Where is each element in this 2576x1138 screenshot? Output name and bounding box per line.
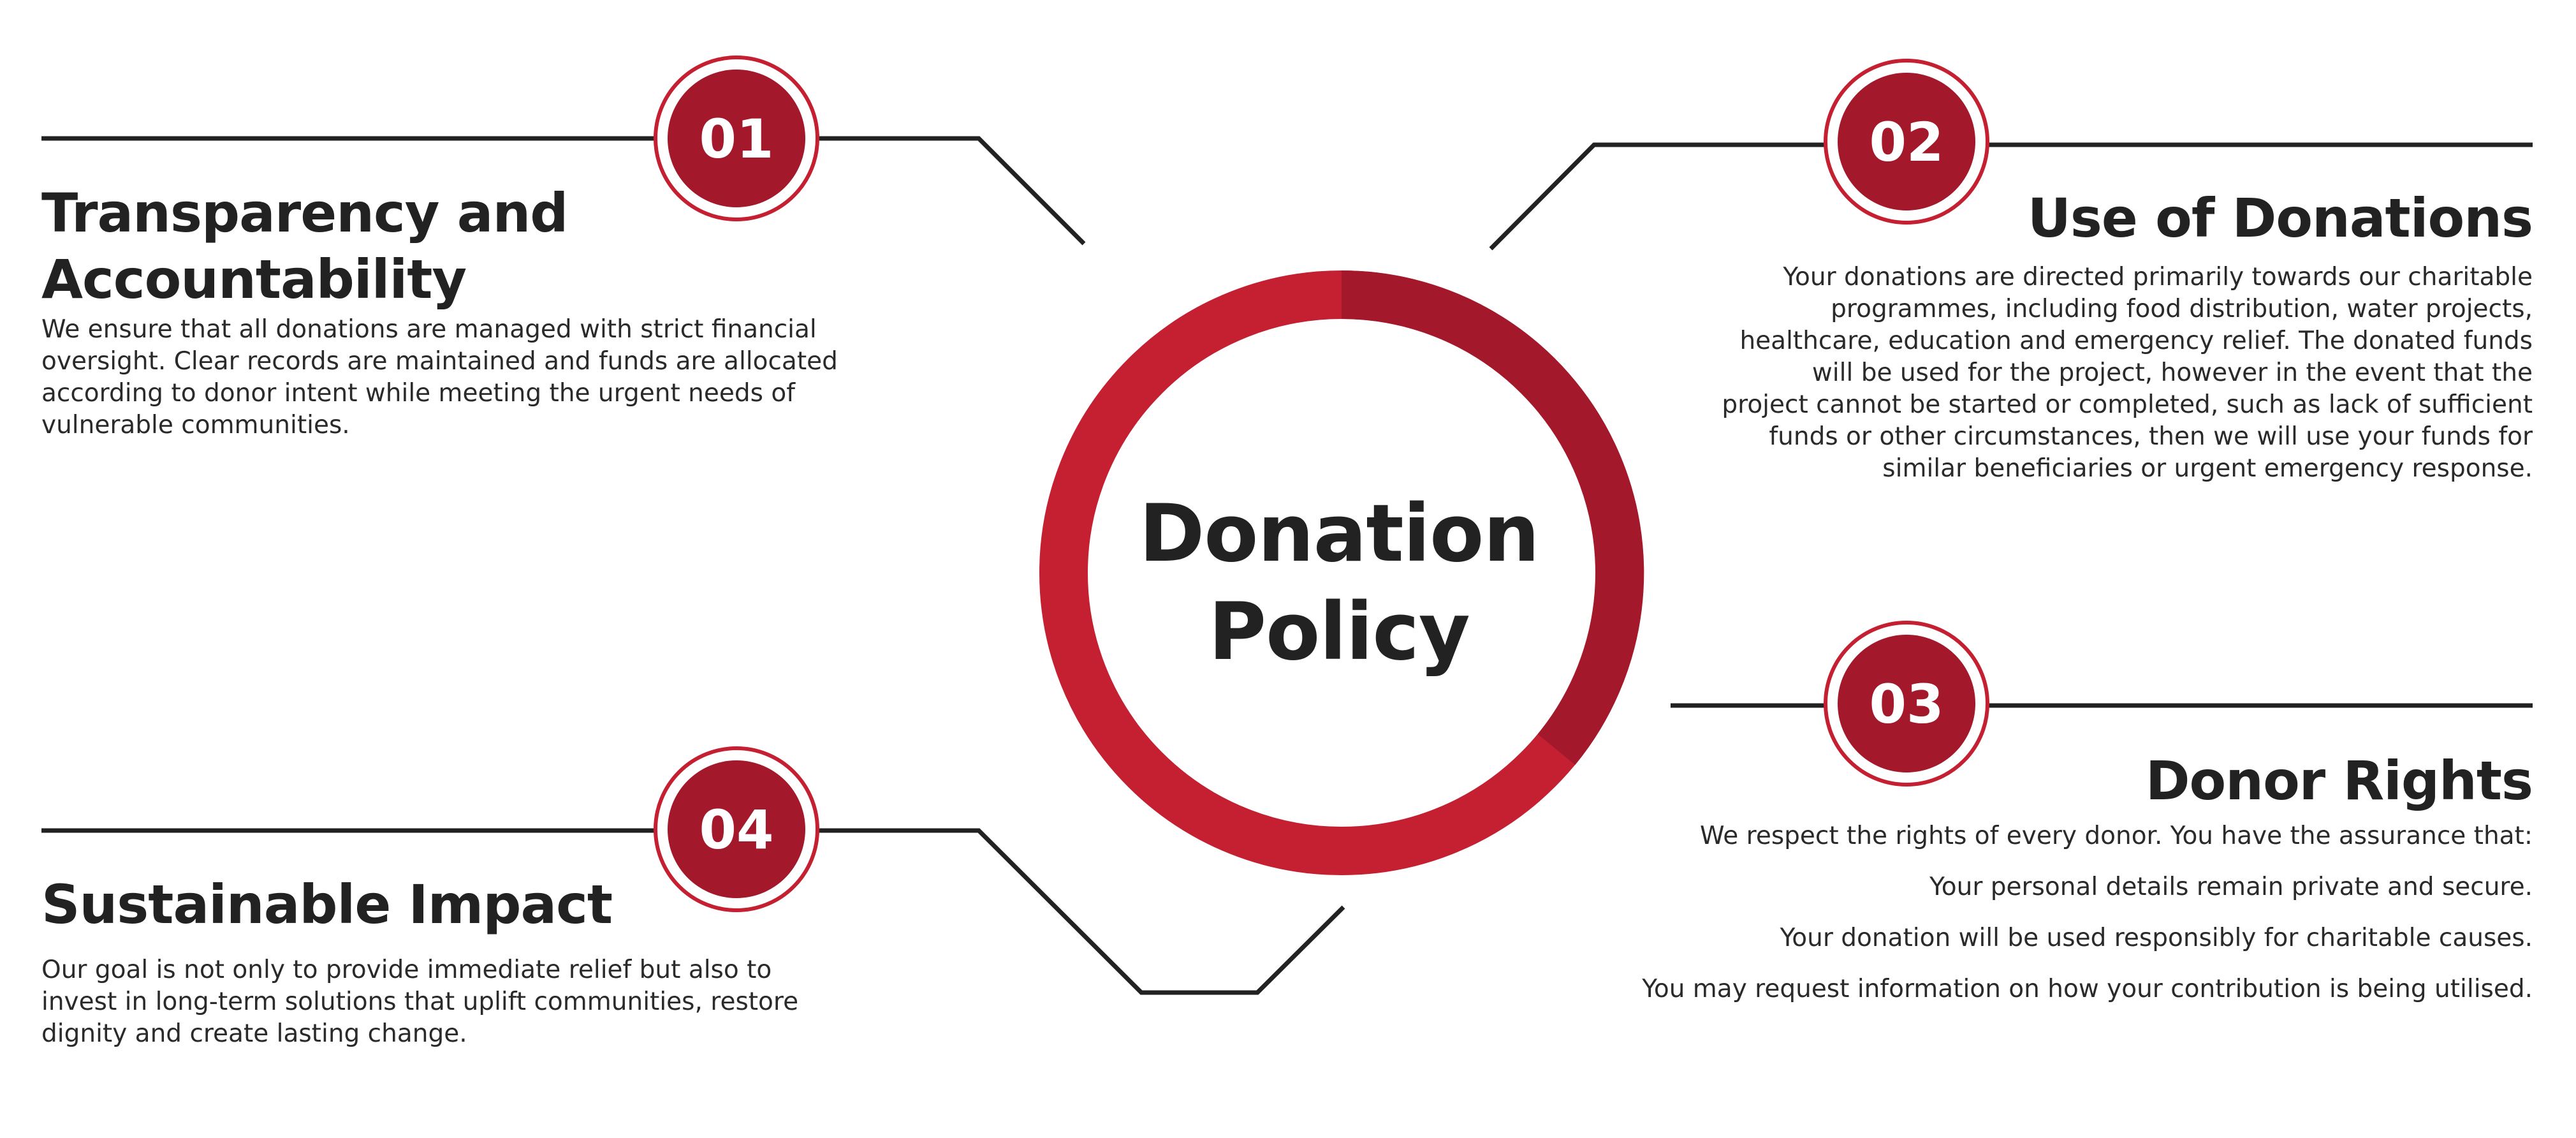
badge-03: 03 — [1824, 621, 1989, 787]
center-title-line-2: Policy — [1208, 586, 1470, 678]
section-01-title: Transparency and Accountability — [41, 180, 845, 313]
badge-number-03: 03 — [1870, 673, 1944, 735]
badge-number-02: 02 — [1870, 111, 1944, 174]
section-03-item: Your personal details remain private and… — [1929, 873, 2533, 901]
center-ring-dark-segment — [1341, 270, 1644, 765]
section-04-title: Sustainable Impact — [41, 873, 613, 936]
section-02: Use of Donations Your donations are dire… — [1722, 185, 2533, 485]
section-04-body: Our goal is not only to provide immediat… — [41, 956, 799, 1048]
section-01-title-line-1: Transparency and — [41, 182, 568, 244]
section-04: Sustainable Impact Our goal is not only … — [41, 871, 845, 1050]
section-03-title: Donor Rights — [2145, 750, 2533, 812]
badge-01: 01 — [654, 55, 819, 221]
badge-number-01: 01 — [699, 108, 774, 170]
section-02-title: Use of Donations — [2027, 187, 2533, 249]
center-title-line-1: Donation — [1139, 488, 1539, 580]
section-03: Donor Rights We respect the rights of ev… — [1594, 748, 2533, 1024]
connector-line-01 — [41, 136, 1086, 246]
section-03-intro: We respect the rights of every donor. Yo… — [1700, 822, 2533, 850]
section-01-body: We ensure that all donations are managed… — [41, 315, 838, 440]
section-01: Transparency and Accountability We ensur… — [41, 180, 845, 441]
center-title: Donation Policy — [1046, 485, 1632, 681]
badge-04: 04 — [654, 746, 819, 912]
section-01-title-line-2: Accountability — [41, 248, 467, 311]
section-03-item: You may request information on how your … — [1642, 975, 2533, 1003]
connector-line-02 — [1489, 142, 2533, 251]
section-02-body: Your donations are directed primarily to… — [1722, 263, 2533, 483]
badge-number-04: 04 — [699, 799, 774, 861]
center-ring — [1039, 270, 1644, 875]
section-03-item: Your donation will be used responsibly f… — [1780, 924, 2533, 952]
badge-02: 02 — [1824, 59, 1989, 225]
